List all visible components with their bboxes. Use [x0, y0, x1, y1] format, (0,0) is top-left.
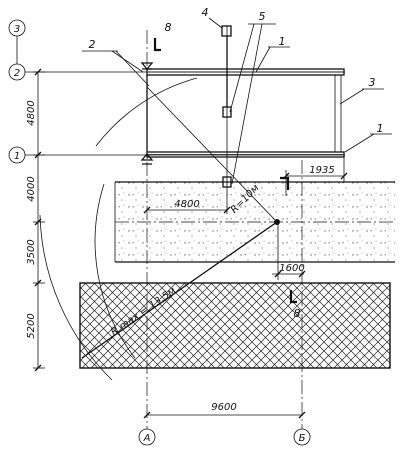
callout-3: 3 — [339, 76, 384, 105]
dim-3500-vertical: 3500 — [26, 239, 37, 264]
dim-1935: 1935 — [282, 152, 348, 196]
callout-8-top: 8 — [165, 21, 172, 34]
callout-8-bottom: 8 — [294, 307, 301, 320]
dim-1600: 1600 — [272, 222, 306, 280]
callout-1-bottom: 1 — [344, 122, 392, 153]
crane-max-arc — [39, 214, 113, 381]
section-marker-8-bottom: 8 — [289, 290, 301, 320]
building-frame — [140, 25, 345, 188]
axis-marker-1: 1 — [8, 146, 26, 164]
svg-text:2: 2 — [89, 38, 96, 51]
svg-text:9600: 9600 — [211, 402, 236, 413]
axis-marker-a: А — [138, 428, 156, 446]
svg-text:3: 3 — [369, 76, 376, 89]
axis-marker-3: 3 — [8, 19, 26, 37]
axis-label: А — [143, 433, 151, 444]
dim-4000-vertical: 4000 — [26, 176, 37, 201]
callout-1-top: 1 — [255, 35, 290, 73]
svg-text:1935: 1935 — [309, 165, 334, 176]
axis-label: 2 — [14, 68, 20, 79]
svg-text:1: 1 — [377, 122, 384, 135]
axis-label: Б — [299, 433, 306, 444]
axis-marker-b: Б — [293, 428, 311, 446]
callout-4: 4 — [202, 6, 223, 29]
svg-text:4800: 4800 — [174, 199, 199, 210]
axis-label: 1 — [14, 151, 20, 162]
vertical-dimension-chain: 4800 4000 3500 5200 — [26, 68, 45, 372]
dim-4800-horizontal: 4800 — [143, 188, 231, 214]
section-marker — [280, 176, 290, 190]
dim-5200-vertical: 5200 — [26, 313, 37, 338]
svg-text:1600: 1600 — [279, 263, 304, 274]
dim-4800-vertical: 4800 — [26, 100, 37, 125]
svg-text:5: 5 — [259, 10, 266, 23]
section-marker-8-top: 8 — [153, 21, 172, 52]
callout-2: 2 — [82, 38, 150, 87]
road-strip — [114, 181, 395, 263]
axis-label: 3 — [14, 24, 20, 35]
callout-5: 5 — [229, 10, 276, 185]
dim-9600: 9600 — [143, 402, 306, 419]
svg-text:1: 1 — [279, 35, 286, 48]
crane-reach-arc-top — [95, 77, 198, 147]
svg-text:4: 4 — [202, 6, 209, 19]
hatched-building — [79, 282, 391, 369]
element-4-block — [221, 25, 232, 37]
axis-marker-2: 2 — [8, 63, 26, 81]
